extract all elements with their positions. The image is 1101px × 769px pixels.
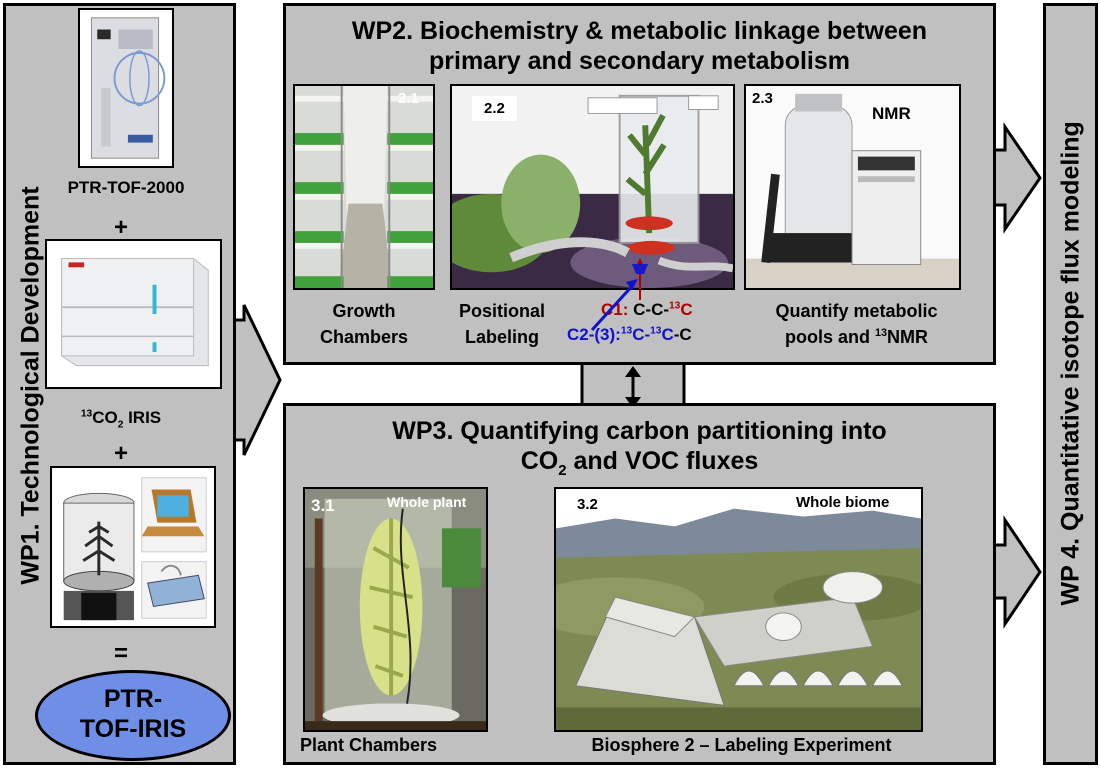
arrow-wp1-to-wp2 xyxy=(230,304,282,456)
caption-growth-line1: Growth xyxy=(332,301,396,321)
iris-label-sub: 2 xyxy=(117,419,124,431)
wp3-title-line2: CO2 and VOC fluxes xyxy=(283,446,996,479)
photo-tag-3-2: 3.2 xyxy=(577,496,598,513)
wp3-title-line2-a: CO xyxy=(520,447,559,475)
wp3-title: WP3. Quantifying carbon partitioning int… xyxy=(283,416,996,479)
labeling-arrows xyxy=(590,258,648,332)
photo-tag-2-1: 2.1 xyxy=(398,90,419,107)
c1-formula-sup: 13 xyxy=(669,300,681,312)
caption-positional-line2: Labeling xyxy=(464,327,539,347)
biosphere-photo xyxy=(554,487,923,732)
nmr-label: NMR xyxy=(872,104,911,123)
wp1-title: WP1. Technological Development xyxy=(16,186,45,585)
iris-label-tail: IRIS xyxy=(123,408,162,427)
equals-sign: = xyxy=(113,640,128,667)
caption-positional-labeling: Positional Labeling xyxy=(446,298,558,350)
caption-quantify-line2-b: NMR xyxy=(887,327,928,347)
ptr-tof-iris-line1: PTR- xyxy=(103,685,163,713)
caption-quantify-line2-a: pools and xyxy=(784,327,875,347)
iris-label-co: CO xyxy=(92,408,118,427)
wp3-title-line2-b: and VOC fluxes xyxy=(566,447,759,475)
nmr-photo xyxy=(744,84,961,290)
c1-formula-a: C-C- xyxy=(628,300,670,319)
caption-biosphere: Biosphere 2 – Labeling Experiment xyxy=(591,735,892,755)
plus-sign-2: + xyxy=(113,440,128,467)
chamber-laptop-photo xyxy=(50,466,216,628)
ptr-tof-2000-label: PTR-TOF-2000 xyxy=(67,178,185,197)
growth-chambers-photo xyxy=(293,84,435,290)
ptr-tof-iris-ellipse xyxy=(35,670,231,761)
wp3-title-line2-sub: 2 xyxy=(558,462,567,479)
caption-plant-chambers: Plant Chambers xyxy=(300,735,438,755)
arrow-wp3-to-wp4 xyxy=(991,515,1042,629)
wp4-title: WP 4. Quantitative isotope flux modeling xyxy=(1056,121,1085,606)
caption-growth-line2: Chambers xyxy=(319,327,409,347)
photo-tag-3-1: 3.1 xyxy=(311,496,335,515)
caption-quantify-line2: pools and 13NMR xyxy=(744,324,969,350)
caption-quantify-metabolic: Quantify metabolic pools and 13NMR xyxy=(744,298,969,350)
c2-formula-b: C xyxy=(661,325,674,344)
ptr-tof-iris-line2: TOF-IRIS xyxy=(79,715,187,743)
arrow-wp2-to-wp4 xyxy=(991,122,1042,234)
photo-tag-2-3: 2.3 xyxy=(752,90,773,107)
whole-biome-label: Whole biome xyxy=(796,494,890,511)
photo-tag-2-2: 2.2 xyxy=(472,96,517,121)
c2-formula-prefix: C2-(3): xyxy=(567,325,621,344)
wp2-title-line2: primary and secondary metabolism xyxy=(429,47,850,75)
c2-formula-sup1: 13 xyxy=(620,325,633,337)
whole-plant-photo xyxy=(303,487,488,732)
c1-formula-b: C xyxy=(680,300,693,319)
c2-formula-tail: -C xyxy=(673,325,692,344)
c2-formula-a: C- xyxy=(632,325,651,344)
c2-formula-sup2: 13 xyxy=(650,325,662,337)
ptr-tof-iris-label: PTR- TOF-IRIS xyxy=(35,684,231,744)
whole-plant-label: Whole plant xyxy=(387,494,467,510)
wp2-title-line1: WP2. Biochemistry & metabolic linkage be… xyxy=(351,17,928,45)
wp2-title: WP2. Biochemistry & metabolic linkage be… xyxy=(283,16,996,76)
caption-quantify-line1: Quantify metabolic xyxy=(775,301,938,321)
caption-growth-chambers: Growth Chambers xyxy=(295,298,433,350)
caption-quantify-sup: 13 xyxy=(874,327,887,339)
plus-sign-1: + xyxy=(113,214,128,241)
ptr-tof-2000-photo xyxy=(78,8,174,168)
wp3-title-line1: WP3. Quantifying carbon partitioning int… xyxy=(392,417,887,445)
iris-analyzer-photo xyxy=(45,239,222,389)
wp4-panel xyxy=(1043,3,1098,765)
caption-positional-line1: Positional xyxy=(458,301,545,321)
c2-formula: C2-(3):13C-13C-C xyxy=(567,325,692,345)
double-arrow-wp2-wp3 xyxy=(625,366,641,408)
iris-label: 13CO2 IRIS xyxy=(46,408,196,431)
iris-label-isotope: 13 xyxy=(80,408,93,420)
